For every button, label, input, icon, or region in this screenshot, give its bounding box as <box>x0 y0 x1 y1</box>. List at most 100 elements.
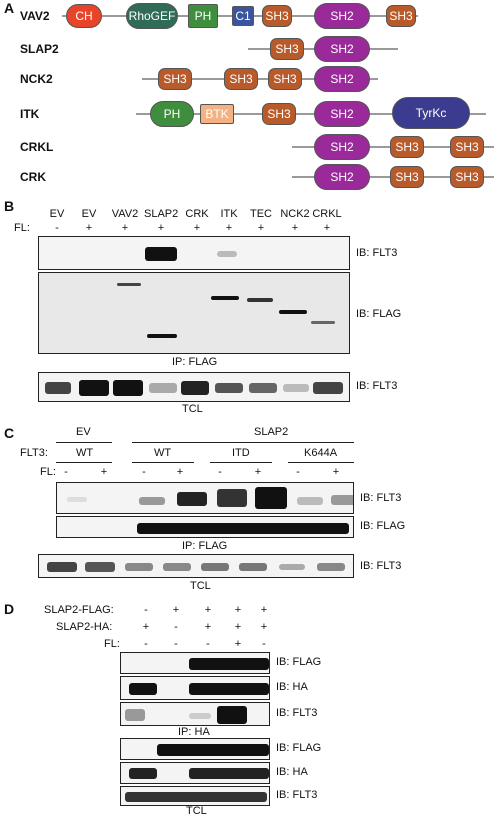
band <box>311 321 335 324</box>
treatment-sign: + <box>142 621 150 633</box>
treatment-sign: - <box>262 638 266 650</box>
tcl-label: TCL <box>190 580 211 592</box>
band <box>217 251 237 257</box>
domain-sh3: SH3 <box>270 38 304 60</box>
treatment-sign: + <box>260 621 268 633</box>
band <box>125 709 145 721</box>
lane-label: SLAP2 <box>144 208 179 220</box>
fl-sign: - <box>142 466 146 478</box>
ib-label: IB: FLT3 <box>360 560 402 572</box>
domain-sh3: SH3 <box>268 68 302 90</box>
band <box>249 383 277 393</box>
band <box>189 683 269 695</box>
band <box>137 523 349 534</box>
treatment-sign: + <box>234 638 242 650</box>
band <box>189 768 269 779</box>
band <box>239 563 267 571</box>
band <box>217 489 247 507</box>
ib-label: IB: FLT3 <box>360 492 402 504</box>
fl-sign: - <box>218 466 222 478</box>
domain-sh3: SH3 <box>450 166 484 188</box>
treatment-sign: - <box>144 604 148 616</box>
band <box>279 310 307 314</box>
domain-sh2: SH2 <box>314 36 370 62</box>
row-label-slap2-flag: SLAP2-FLAG: <box>44 604 114 616</box>
fl-sign: + <box>291 222 299 234</box>
band <box>79 380 109 396</box>
fl-sign: + <box>193 222 201 234</box>
protein-name-nck2: NCK2 <box>20 72 53 86</box>
protein-name-vav2: VAV2 <box>20 9 50 23</box>
domain-sh3: SH3 <box>262 5 292 27</box>
flt3-variant: ITD <box>232 447 250 459</box>
fl-sign: + <box>257 222 265 234</box>
ib-label: IB: FLT3 <box>356 380 398 392</box>
domain-sh3: SH3 <box>158 68 192 90</box>
fl-sign: - <box>296 466 300 478</box>
band <box>125 563 153 571</box>
band <box>145 247 177 261</box>
lane-label: NCK2 <box>280 208 310 220</box>
ip-label: IP: HA <box>178 726 210 738</box>
group-divider <box>132 442 354 443</box>
band <box>47 562 77 572</box>
lane-label: ITK <box>220 208 238 220</box>
treatment-sign: + <box>234 621 242 633</box>
domain-sh3: SH3 <box>450 136 484 158</box>
domain-sh2: SH2 <box>314 164 370 190</box>
tcl-label: TCL <box>186 805 207 817</box>
treatment-sign: - <box>174 638 178 650</box>
band <box>313 382 343 394</box>
fl-label: FL: <box>40 466 56 478</box>
band <box>211 296 239 300</box>
domain-ph: PH <box>150 101 194 127</box>
protein-name-slap2: SLAP2 <box>20 42 59 56</box>
domain-sh3: SH3 <box>224 68 258 90</box>
band <box>189 658 269 670</box>
band <box>157 744 269 756</box>
blot-ib-flt3 <box>120 786 270 806</box>
group-divider <box>56 462 112 463</box>
fl-sign: + <box>176 466 184 478</box>
domain-ph: PH <box>188 4 218 28</box>
fl-sign: + <box>254 466 262 478</box>
lane-label: VAV2 <box>111 208 139 220</box>
fl-sign: + <box>225 222 233 234</box>
band <box>181 381 209 395</box>
flt3-variant: K644A <box>304 447 338 459</box>
domain-sh2: SH2 <box>314 66 370 92</box>
blot-ib-flag <box>120 738 270 760</box>
domain-sh2: SH2 <box>314 3 370 29</box>
band <box>67 497 87 502</box>
group-divider <box>56 442 112 443</box>
panel-c-label: C <box>4 425 15 441</box>
tcl-label: TCL <box>182 403 203 415</box>
blot-ib-flag <box>38 272 350 354</box>
treatment-sign: - <box>174 621 178 633</box>
treatment-sign: + <box>260 604 268 616</box>
band <box>331 495 353 505</box>
blot-ib-ha <box>120 676 270 700</box>
band <box>129 768 157 779</box>
panel-d-label: D <box>4 601 15 617</box>
group-divider <box>210 462 272 463</box>
blot-ib-flt3 <box>120 702 270 726</box>
fl-sign: + <box>100 466 108 478</box>
protein-name-crk: CRK <box>20 170 46 184</box>
domain-tyrkc: TyrKc <box>392 97 470 129</box>
ib-label: IB: FLT3 <box>356 247 398 259</box>
blot-tcl-flt3 <box>38 372 350 402</box>
band <box>283 384 309 392</box>
band <box>85 562 115 572</box>
band <box>125 792 267 802</box>
group-label-ev: EV <box>76 426 91 438</box>
domain-sh3: SH3 <box>390 166 424 188</box>
band <box>113 380 143 396</box>
fl-sign: + <box>121 222 129 234</box>
domain-sh3: SH3 <box>262 103 296 125</box>
band <box>247 298 273 302</box>
flt3-variant: WT <box>76 447 94 459</box>
protein-name-crkl: CRKL <box>20 140 54 154</box>
fl-sign: - <box>55 222 59 234</box>
ib-label: IB: HA <box>276 766 308 778</box>
